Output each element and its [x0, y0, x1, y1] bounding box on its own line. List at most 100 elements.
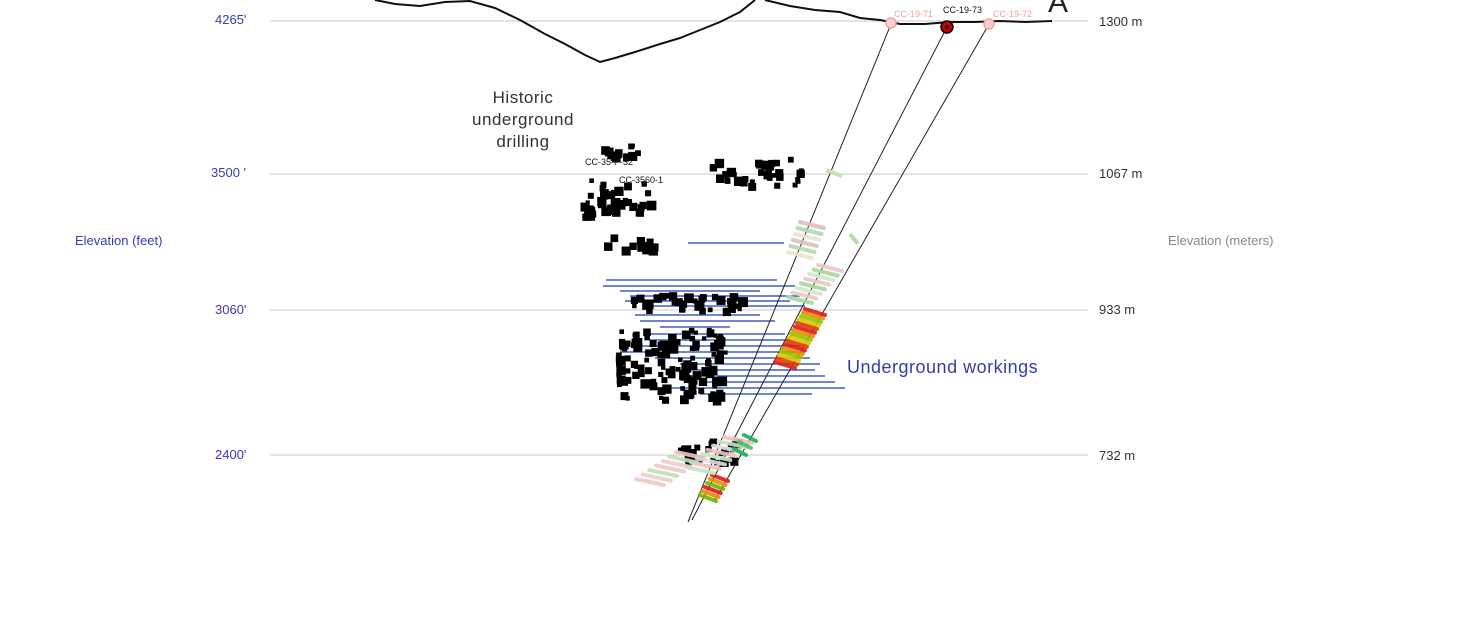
historic-block-f-53: [683, 389, 693, 400]
intercept-main-11: [781, 345, 805, 356]
historic-block-f-41: [625, 396, 630, 401]
surface-line: [374, 0, 756, 64]
historic-block-f-18: [616, 355, 626, 366]
historic-block-b-25: [600, 181, 607, 188]
intercept-deep-3: [702, 485, 723, 495]
intercept-mid-0: [722, 435, 754, 445]
intercept-main-0: [803, 307, 827, 317]
intercept-deep-2: [705, 481, 726, 491]
historic-block-g-23: [684, 453, 694, 463]
intercept-left-6: [634, 477, 666, 487]
historic-block-b-31: [597, 196, 607, 206]
historic-block-f-109: [714, 354, 724, 364]
historic-block-e-28: [707, 307, 713, 313]
historic-block-d-4: [724, 178, 731, 184]
historic-block-a-4: [635, 150, 641, 157]
intercept-left-1: [667, 454, 700, 465]
historic-block-d-20: [771, 173, 777, 178]
historic-block-e-20: [728, 305, 736, 313]
intercept-deep-0: [710, 473, 730, 483]
intercept-left-5: [640, 472, 673, 483]
drill-hole-label-cc-19-73: CC-19-73: [943, 5, 983, 15]
trace-cc-19-71: [687, 23, 892, 523]
historic-block-f-117: [716, 350, 724, 358]
historic-block-f-6: [615, 352, 622, 359]
intercept-green-2: [732, 447, 748, 457]
historic-block-f-12: [620, 392, 629, 401]
historic-block-f-60: [657, 358, 666, 367]
historic-block-f-99: [689, 327, 695, 334]
historic-block-d-2: [714, 158, 725, 169]
historic-block-e-33: [692, 298, 698, 304]
intercept-green-1: [737, 440, 753, 450]
historic-block-b-12: [610, 198, 621, 208]
elevation-grid: [270, 20, 1088, 456]
collar-cc-19-71: [885, 17, 897, 29]
historic-block-f-101: [659, 340, 670, 351]
intercept-green-0: [742, 433, 758, 443]
historic-block-d-19: [749, 179, 755, 185]
historic-block-d-33: [776, 173, 784, 181]
historic-block-d-28: [739, 178, 748, 187]
historic-block-f-0: [712, 377, 722, 387]
historic-block-f-10: [632, 371, 640, 379]
historic-block-c-6: [642, 246, 651, 255]
axis-title-feet: Elevation (feet): [75, 233, 163, 248]
intercept-upper-a-4: [788, 244, 817, 254]
historic-block-f-116: [662, 384, 672, 394]
historic-block-f-71: [702, 336, 707, 341]
historic-block-d-29: [709, 164, 718, 172]
historic-block-f-52: [649, 382, 658, 391]
historic-block-f-94: [657, 387, 666, 396]
historic-block-f-9: [633, 338, 643, 348]
historic-block-f-13: [701, 367, 711, 377]
historic-block-f-67: [619, 329, 624, 334]
historic-block-f-77: [689, 376, 698, 385]
historic-block-b-32: [646, 200, 657, 211]
intercept-upper-b-5: [794, 285, 823, 296]
intercept-upper-b-7: [786, 295, 814, 305]
historic-block-b-3: [585, 200, 590, 205]
axis-title-meters: Elevation (meters): [1168, 233, 1274, 248]
historic-block-b-13: [589, 178, 594, 183]
historic-block-e-16: [632, 303, 637, 309]
historic-block-d-17: [755, 159, 763, 168]
historic-block-e-2: [679, 300, 688, 308]
historic-block-f-92: [674, 339, 681, 346]
historic-block-f-83: [668, 341, 673, 346]
tick-meters-1067: 1067 m: [1099, 166, 1143, 181]
historic-block-f-100: [637, 364, 645, 372]
historic-block-f-48: [675, 367, 681, 372]
historic-block-b-17: [587, 192, 594, 199]
tick-meters-732: 732 m: [1099, 448, 1136, 463]
historic-block-f-16: [630, 360, 638, 368]
intercept-upper-b-1: [811, 267, 840, 278]
historic-block-f-106: [718, 336, 724, 342]
intercept-upper-a-3: [790, 238, 819, 248]
historic-block-f-104: [631, 338, 638, 345]
historic-block-f-44: [698, 387, 705, 394]
section-letter: A: [1048, 0, 1069, 19]
historic-block-f-30: [689, 335, 696, 342]
historic-block-g-2: [685, 460, 692, 468]
intercept-left-3: [654, 463, 686, 474]
intercept-main-6: [791, 328, 815, 339]
intercept-upper-b-0: [816, 263, 844, 273]
historic-block-e-9: [694, 300, 705, 311]
intercept-deep-5: [698, 493, 718, 503]
historic-block-e-32: [630, 296, 638, 304]
historic-block-c-11: [610, 234, 619, 243]
intercept-main-14: [775, 356, 799, 367]
historic-line-1: Historic: [492, 88, 554, 107]
historic-block-f-96: [713, 333, 718, 338]
historic-block-f-118: [633, 331, 640, 338]
historic-block-f-95: [708, 393, 717, 402]
historic-block-g-15: [730, 457, 739, 466]
historic-block-e-27: [738, 297, 748, 308]
intercept-deep-4: [700, 489, 721, 499]
historic-block-f-93: [624, 355, 631, 362]
historic-block-f-72: [712, 397, 722, 406]
historic-block-f-97: [717, 376, 728, 387]
historic-block-f-81: [688, 392, 695, 399]
